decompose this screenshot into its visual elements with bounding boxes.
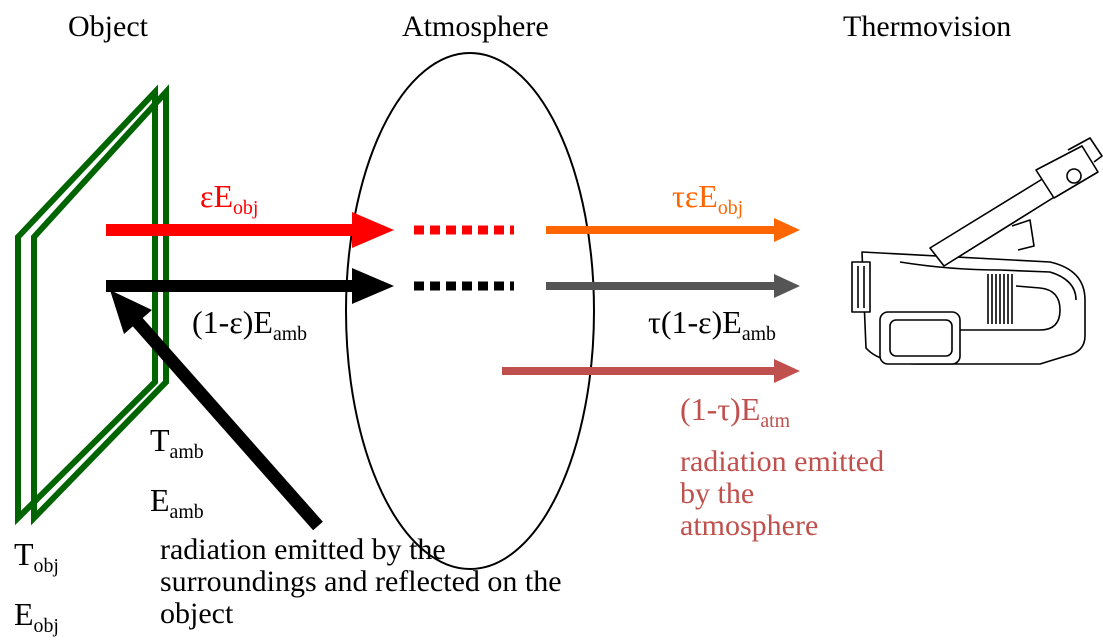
header-object: Object bbox=[68, 10, 148, 43]
atmosphere-ellipse bbox=[345, 52, 595, 570]
thermal-camera-icon bbox=[851, 137, 1103, 365]
description-line: object bbox=[160, 597, 234, 630]
incoming-ambient-arrow bbox=[110, 290, 323, 531]
object-plate bbox=[15, 84, 169, 526]
object-emission-arrow bbox=[106, 212, 514, 248]
transmitted-object-emission-arrow bbox=[546, 218, 800, 242]
label-t-amb: Tamb bbox=[150, 422, 204, 463]
label-one-minus-eps-e-amb: (1-ε)Eamb bbox=[192, 304, 308, 345]
label-one-minus-tau-e-atm: (1-τ)Eatm bbox=[680, 391, 791, 432]
header-thermovision: Thermovision bbox=[843, 10, 1012, 43]
label-t-obj: Tobj bbox=[14, 536, 59, 577]
label-e-amb: Eamb bbox=[150, 482, 204, 523]
description-line: by the bbox=[680, 477, 755, 510]
description-line: radiation emitted by the bbox=[160, 533, 446, 566]
header-atmosphere: Atmosphere bbox=[402, 10, 549, 43]
description-line: atmosphere bbox=[680, 509, 819, 542]
description-line: surroundings and reflected on the bbox=[160, 565, 562, 598]
label-tau-eps-e-obj: τεEobj bbox=[672, 178, 744, 219]
description-line: radiation emitted bbox=[680, 445, 885, 478]
transmitted-reflected-arrow bbox=[546, 274, 800, 298]
label-e-obj: Eobj bbox=[14, 596, 59, 637]
atmosphere-emission-arrow bbox=[502, 359, 800, 383]
reflected-ambient-arrow bbox=[106, 268, 514, 304]
label-tau-one-minus-eps-e-amb: τ(1-ε)Eamb bbox=[648, 304, 776, 345]
atmosphere-emission-description: radiation emitted by the atmosphere bbox=[680, 446, 884, 542]
label-eps-e-obj: εEobj bbox=[200, 178, 259, 219]
surroundings-reflection-description: radiation emitted by the surroundings an… bbox=[160, 534, 562, 630]
